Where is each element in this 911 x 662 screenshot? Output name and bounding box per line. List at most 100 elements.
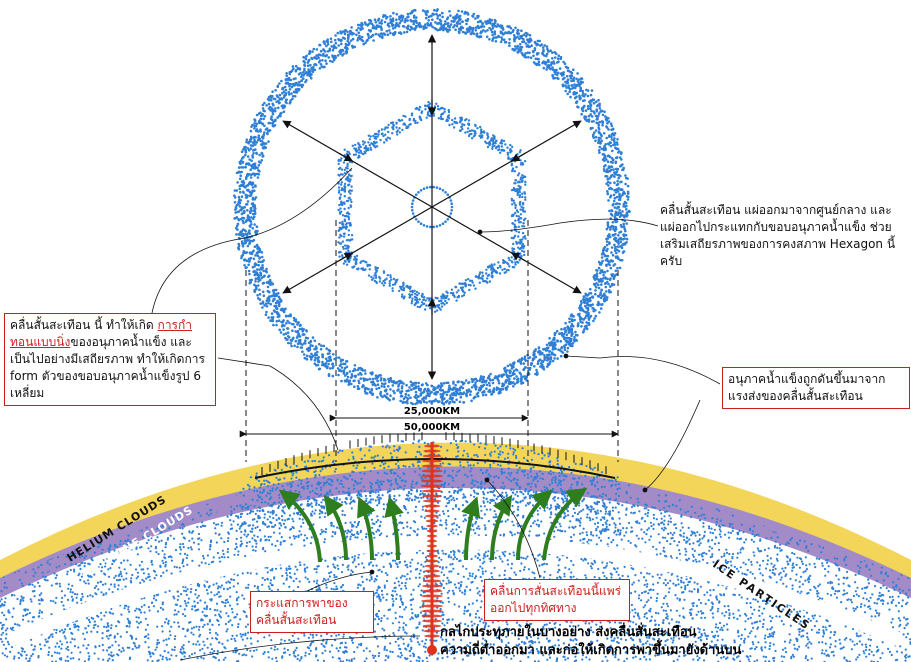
ice-dot <box>333 573 336 577</box>
ice-dot <box>812 442 814 444</box>
ice-dot <box>203 607 206 610</box>
ice-dot <box>12 517 15 520</box>
ice-dot <box>398 605 402 609</box>
ice-dot <box>593 448 595 450</box>
ice-dot <box>250 642 253 645</box>
ice-dot <box>632 615 636 618</box>
ice-dot <box>774 469 776 471</box>
ice-dot <box>3 601 6 604</box>
ice-dot <box>785 495 788 498</box>
ice-dot <box>658 449 660 451</box>
ice-dot <box>75 501 78 504</box>
ice-dot <box>340 571 344 574</box>
ice-dot <box>376 496 379 499</box>
ice-dot <box>442 552 445 555</box>
ice-dot <box>240 530 243 533</box>
ice-dot <box>795 563 798 567</box>
ice-dot <box>829 508 832 511</box>
ice-dot <box>201 610 204 614</box>
ice-dot <box>203 623 206 627</box>
ice-dot <box>648 572 651 575</box>
ice-dot <box>14 549 17 552</box>
ice-dot <box>30 441 32 443</box>
ice-dot <box>269 582 272 585</box>
ice-dot <box>660 573 663 576</box>
ice-dot <box>64 497 68 500</box>
ice-dot <box>340 641 344 645</box>
ice-dot <box>107 629 110 632</box>
ice-dot <box>896 461 898 463</box>
ice-dot <box>850 601 854 604</box>
ice-dot <box>18 476 20 478</box>
ice-dot <box>184 586 187 589</box>
ice-dot <box>38 585 41 588</box>
ice-dot <box>905 509 908 512</box>
ice-dot <box>235 591 238 594</box>
ice-dot <box>152 484 154 486</box>
ice-dot <box>236 582 239 585</box>
ice-dot <box>410 593 413 596</box>
ice-dot <box>417 585 420 588</box>
ice-dot <box>38 609 42 612</box>
ice-dot <box>807 549 810 553</box>
ice-dot <box>764 634 767 637</box>
ice-dot <box>474 577 477 580</box>
ice-dot <box>906 511 909 514</box>
ice-dot <box>539 439 541 441</box>
ice-dot <box>11 470 13 472</box>
ice-dot <box>117 654 120 657</box>
ice-dot <box>570 536 573 539</box>
ice-dot <box>389 565 392 569</box>
ice-dot <box>405 648 408 651</box>
ice-dot <box>246 637 249 640</box>
ice-dot <box>106 659 109 662</box>
ice-dot <box>140 477 142 479</box>
ice-dot <box>772 657 775 660</box>
ice-dot <box>271 657 274 660</box>
ice-dot <box>325 586 328 589</box>
ice-dot <box>7 550 10 554</box>
ice-dot <box>57 484 59 486</box>
ice-dot <box>739 566 742 569</box>
ice-dot <box>80 468 82 470</box>
ice-dot <box>478 590 481 593</box>
ice-dot <box>532 522 535 525</box>
ice-dot <box>768 635 772 638</box>
ice-dot <box>357 511 360 514</box>
ice-dot <box>815 476 817 478</box>
ice-dot <box>119 458 121 460</box>
ice-dot <box>127 458 129 460</box>
ice-dot <box>132 448 134 450</box>
ice-dot <box>696 531 699 534</box>
ice-dot <box>736 556 739 559</box>
ice-dot <box>901 599 904 602</box>
ice-dot <box>14 465 16 467</box>
ice-dot <box>451 528 454 531</box>
ice-dot <box>75 498 78 501</box>
ice-dot <box>113 583 116 586</box>
ice-dot <box>285 578 288 581</box>
ice-dot <box>719 519 722 522</box>
ice-dot <box>752 487 756 490</box>
ice-dot <box>287 450 289 452</box>
ice-dot <box>182 546 185 549</box>
ice-dot <box>8 611 11 614</box>
ice-dot <box>867 503 870 506</box>
ice-dot <box>856 656 859 659</box>
ice-dot <box>892 626 895 629</box>
ice-dot <box>461 551 464 555</box>
ice-dot <box>678 552 682 556</box>
ice-dot <box>158 540 161 543</box>
ice-dot <box>368 650 371 653</box>
ice-dot <box>91 463 93 465</box>
ice-dot <box>580 558 583 561</box>
ice-dot <box>903 503 907 506</box>
ice-dot <box>5 506 8 509</box>
ice-dot <box>759 572 762 575</box>
ice-dot <box>893 588 896 592</box>
ice-dot <box>689 614 693 617</box>
ice-dot <box>226 598 229 601</box>
ice-dot <box>415 551 419 554</box>
ice-dot <box>110 627 113 630</box>
ice-dot <box>634 442 636 444</box>
